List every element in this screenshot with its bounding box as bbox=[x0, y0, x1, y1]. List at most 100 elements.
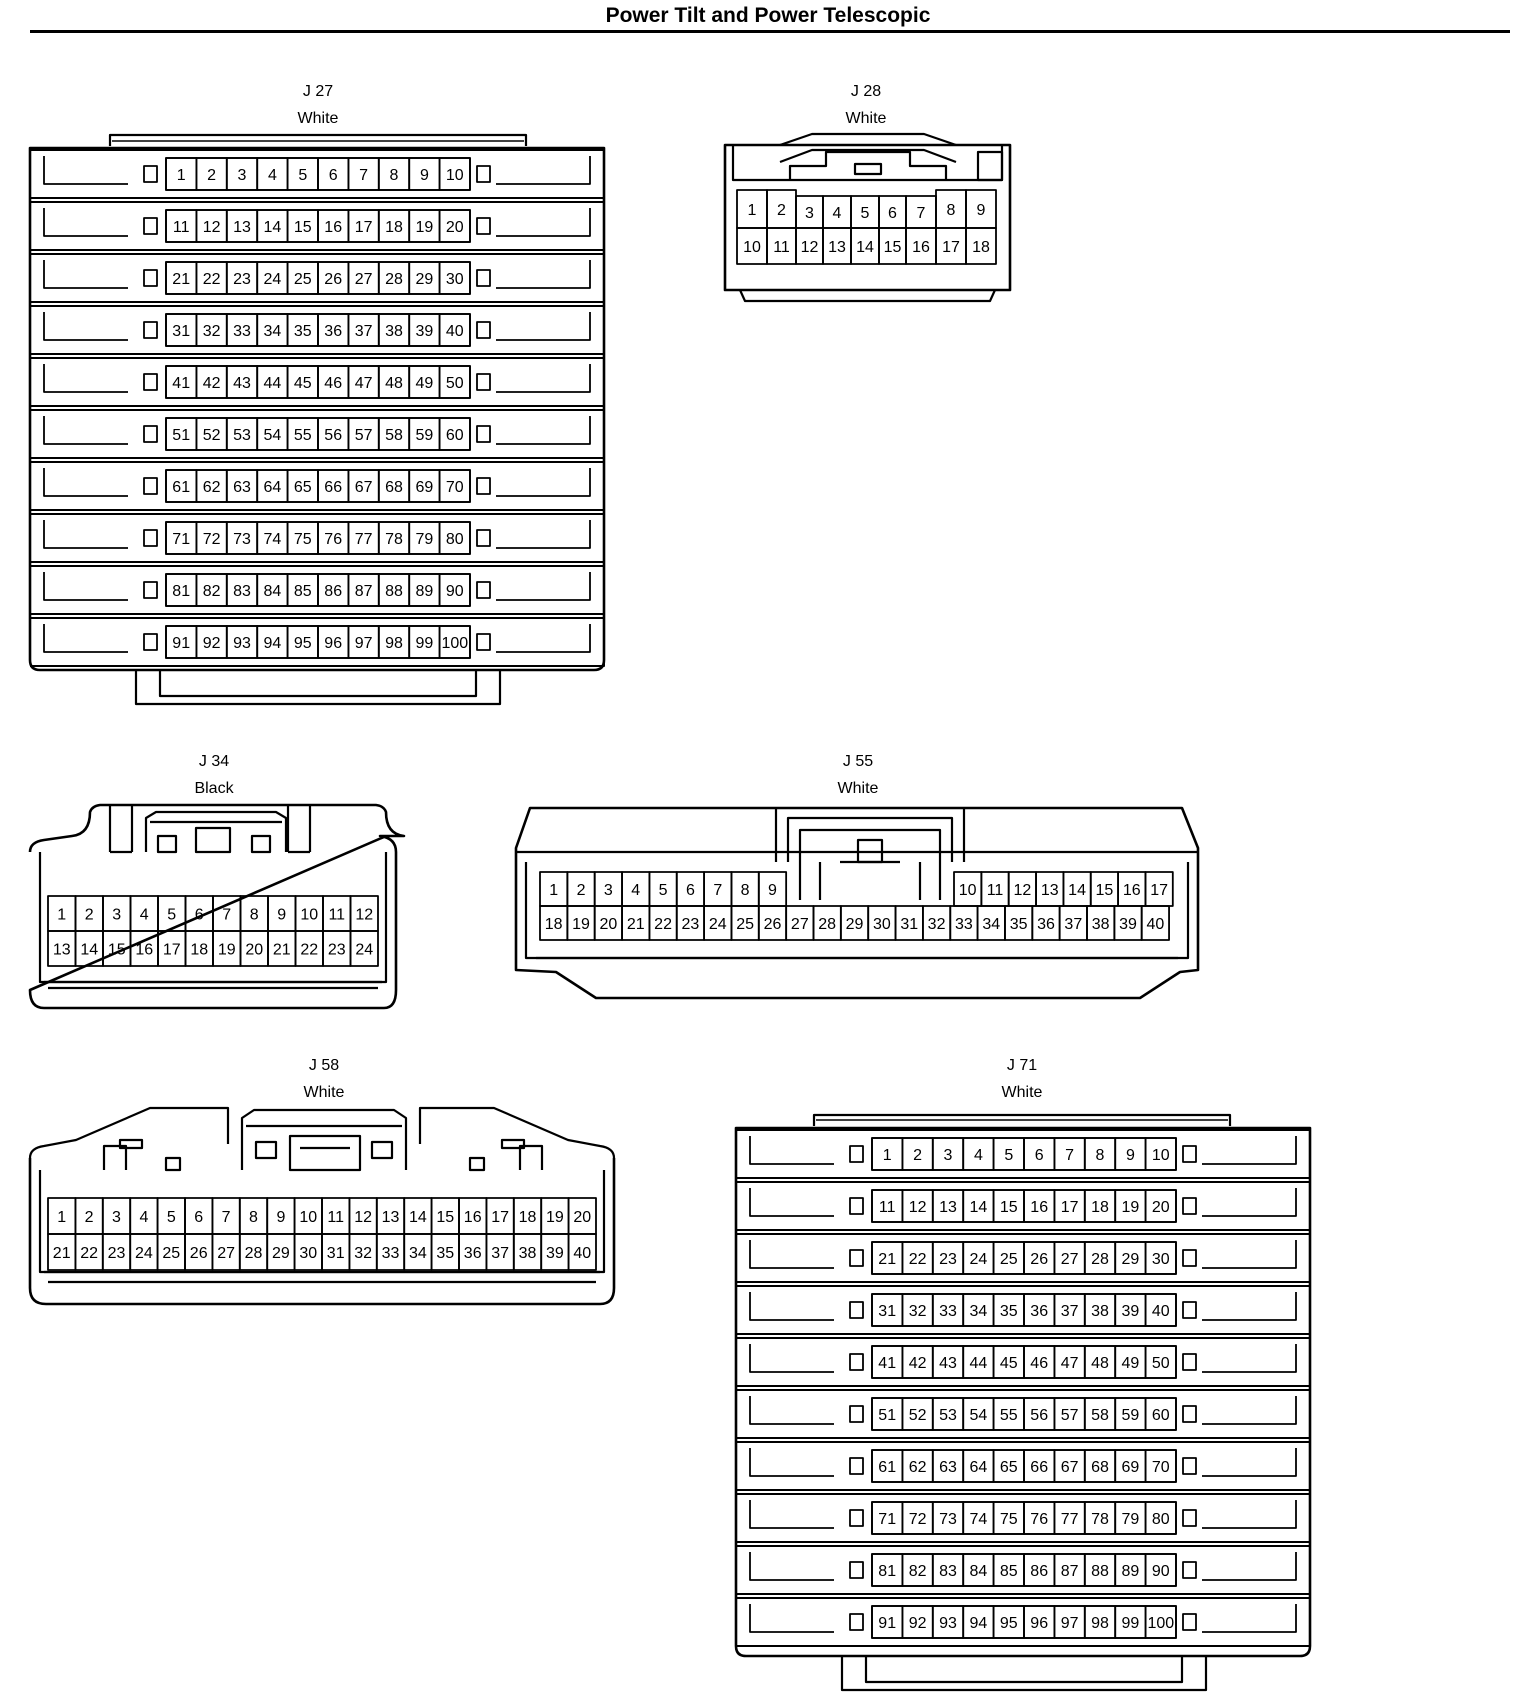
pin-number: 88 bbox=[1091, 1563, 1109, 1580]
pin-number: 27 bbox=[1061, 1251, 1079, 1268]
pin-number: 9 bbox=[277, 907, 286, 924]
pin-number: 72 bbox=[203, 531, 221, 548]
pin-number: 75 bbox=[1000, 1511, 1018, 1528]
pin-11: 11 bbox=[322, 895, 352, 932]
pin-number: 51 bbox=[878, 1407, 896, 1424]
pin-number: 29 bbox=[272, 1245, 290, 1262]
pin-number: 5 bbox=[659, 882, 668, 899]
pin-14: 14 bbox=[962, 1189, 995, 1223]
pin-number: 56 bbox=[324, 427, 342, 444]
pin-number: 1 bbox=[57, 1209, 66, 1226]
pin-28: 28 bbox=[238, 1233, 269, 1271]
pin-48: 48 bbox=[1083, 1345, 1117, 1379]
pin-number: 18 bbox=[190, 942, 208, 959]
pin-number: 45 bbox=[1000, 1355, 1018, 1372]
pin-47: 47 bbox=[347, 365, 380, 399]
pin-number: 27 bbox=[217, 1245, 235, 1262]
pin-number: 21 bbox=[53, 1245, 71, 1262]
pin-19: 19 bbox=[408, 209, 441, 243]
pin-47: 47 bbox=[1053, 1345, 1086, 1379]
pin-number: 50 bbox=[446, 375, 464, 392]
pin-number: 44 bbox=[970, 1355, 988, 1372]
pin-8: 8 bbox=[1083, 1137, 1117, 1171]
pin-number: 87 bbox=[1061, 1563, 1079, 1580]
pin-36: 36 bbox=[1023, 1293, 1056, 1327]
pin-number: 57 bbox=[355, 427, 373, 444]
pin-26: 26 bbox=[757, 905, 788, 941]
pin-24: 24 bbox=[129, 1233, 159, 1271]
pin-number: 9 bbox=[977, 202, 986, 219]
pin-87: 87 bbox=[1053, 1553, 1086, 1587]
pin-number: 93 bbox=[233, 635, 251, 652]
pin-77: 77 bbox=[1053, 1501, 1086, 1535]
pin-11: 11 bbox=[766, 227, 797, 265]
pin-35: 35 bbox=[1004, 905, 1034, 941]
pin-1: 1 bbox=[165, 157, 198, 191]
pin-11: 11 bbox=[165, 209, 198, 243]
pin-29: 29 bbox=[839, 905, 870, 941]
pin-number: 46 bbox=[324, 375, 342, 392]
pin-number: 33 bbox=[382, 1245, 400, 1262]
pin-36: 36 bbox=[458, 1233, 488, 1271]
pin-number: 80 bbox=[1152, 1511, 1170, 1528]
pin-number: 99 bbox=[416, 635, 434, 652]
pin-28: 28 bbox=[1083, 1241, 1117, 1275]
pin-number: 15 bbox=[436, 1209, 454, 1226]
pin-58: 58 bbox=[1083, 1397, 1117, 1431]
pin-6: 6 bbox=[675, 871, 706, 907]
pin-number: 36 bbox=[1030, 1303, 1048, 1320]
pin-1: 1 bbox=[539, 871, 569, 907]
pin-number: 57 bbox=[1061, 1407, 1079, 1424]
pin-number: 28 bbox=[818, 916, 836, 933]
pin-number: 15 bbox=[1000, 1199, 1018, 1216]
pin-number: 33 bbox=[233, 323, 251, 340]
pin-number: 16 bbox=[324, 219, 342, 236]
pin-number: 93 bbox=[939, 1615, 957, 1632]
pin-number: 19 bbox=[1122, 1199, 1140, 1216]
pin-7: 7 bbox=[1053, 1137, 1086, 1171]
pin-50: 50 bbox=[1144, 1345, 1177, 1379]
pin-27: 27 bbox=[211, 1233, 241, 1271]
pin-46: 46 bbox=[1023, 1345, 1056, 1379]
pin-number: 98 bbox=[1091, 1615, 1109, 1632]
pin-number: 58 bbox=[1091, 1407, 1109, 1424]
pin-49: 49 bbox=[1114, 1345, 1147, 1379]
pin-number: 12 bbox=[355, 907, 373, 924]
pin-number: 71 bbox=[172, 531, 190, 548]
pin-number: 21 bbox=[172, 271, 190, 288]
pin-number: 7 bbox=[222, 1209, 231, 1226]
pin-59: 59 bbox=[408, 417, 441, 451]
pin-43: 43 bbox=[225, 365, 259, 399]
pin-number: 40 bbox=[1152, 1303, 1170, 1320]
pin-20: 20 bbox=[567, 1197, 597, 1235]
connector-label-j55: J 55 White bbox=[758, 748, 958, 802]
pin-64: 64 bbox=[256, 469, 289, 503]
pin-number: 28 bbox=[1091, 1251, 1109, 1268]
pin-43: 43 bbox=[931, 1345, 965, 1379]
pin-12: 12 bbox=[195, 209, 228, 243]
pin-number: 13 bbox=[53, 942, 71, 959]
pin-number: 24 bbox=[970, 1251, 988, 1268]
pin-number: 18 bbox=[545, 916, 563, 933]
pin-72: 72 bbox=[901, 1501, 934, 1535]
pin-69: 69 bbox=[1114, 1449, 1147, 1483]
pin-93: 93 bbox=[931, 1605, 965, 1639]
pin-number: 96 bbox=[1030, 1615, 1048, 1632]
pin-87: 87 bbox=[347, 573, 380, 607]
pin-number: 3 bbox=[238, 167, 247, 184]
pin-32: 32 bbox=[195, 313, 228, 347]
pin-number: 11 bbox=[773, 239, 790, 256]
pin-15: 15 bbox=[430, 1197, 460, 1235]
pin-13: 13 bbox=[375, 1197, 406, 1235]
pin-1: 1 bbox=[47, 895, 77, 932]
pin-52: 52 bbox=[195, 417, 228, 451]
pin-number: 28 bbox=[385, 271, 403, 288]
pin-29: 29 bbox=[408, 261, 441, 295]
pin-number: 42 bbox=[909, 1355, 927, 1372]
pin-88: 88 bbox=[377, 573, 411, 607]
pin-57: 57 bbox=[1053, 1397, 1086, 1431]
pin-number: 18 bbox=[519, 1209, 537, 1226]
pin-1: 1 bbox=[736, 189, 768, 229]
pin-number: 25 bbox=[736, 916, 754, 933]
